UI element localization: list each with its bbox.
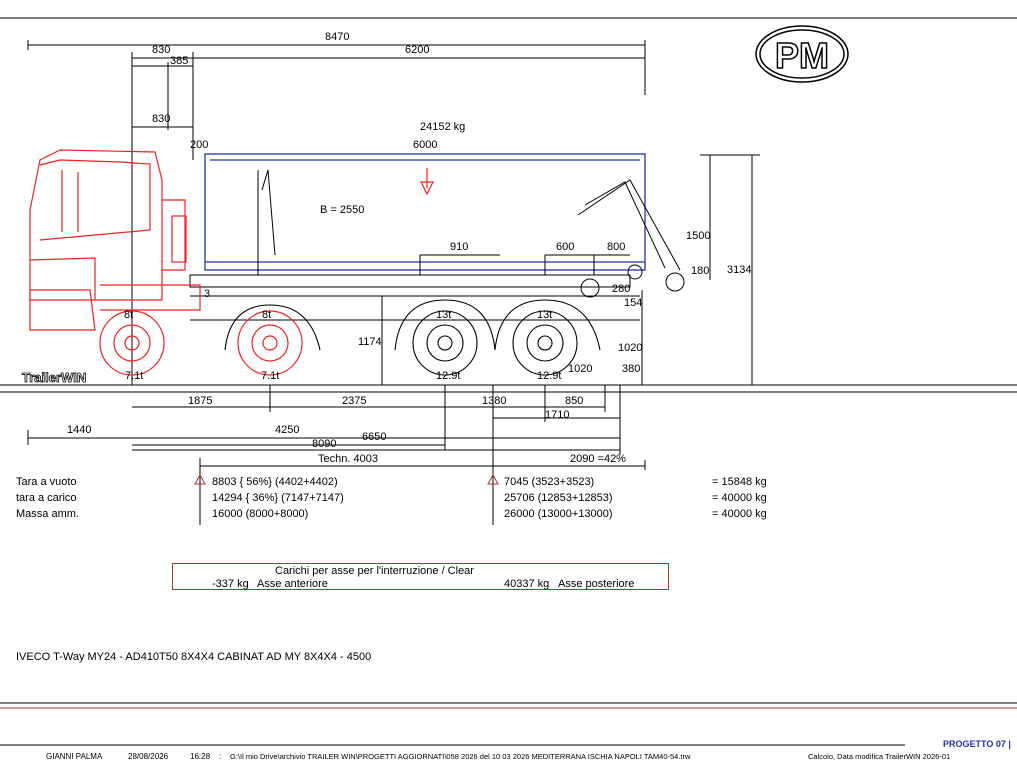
trailerwin-logo: TrailerWIN [22, 370, 86, 385]
axle-load-bottom: 7.1t [261, 370, 280, 382]
axle-load-top: 8t [124, 309, 134, 321]
footer-date: 28/08/2026 [128, 752, 169, 761]
arrow-up-icon [487, 474, 499, 485]
dim-techn: Techn. 4003 [318, 453, 378, 465]
dim-800: 800 [607, 241, 626, 253]
dim-200: 200 [190, 139, 209, 151]
dim-3134: 3134 [727, 264, 752, 276]
dim-overall: 8470 [325, 31, 350, 43]
dim-width: B = 2550 [320, 204, 365, 216]
front-axle-label: Asse anteriore [257, 578, 328, 590]
footer-sep: : [219, 752, 222, 761]
axle-load-bottom: 12.9t [436, 370, 461, 382]
row-label: Tara a vuoto [16, 476, 77, 488]
arrow-up-icon [194, 474, 206, 485]
dim-1174: 1174 [358, 336, 382, 348]
vehicle-name: IVECO T-Way MY24 - AD410T50 8X4X4 CABINA… [16, 651, 372, 663]
dim-1440: 1440 [67, 424, 92, 436]
front-axle-load: -337 kg [212, 578, 249, 590]
axle-load-bottom: 7.1t [125, 370, 144, 382]
dim-1500: 1500 [686, 230, 711, 242]
dim-380: 380 [622, 363, 641, 375]
pm-logo [755, 25, 849, 83]
dim-1020h: 1020 [568, 363, 593, 375]
dim-154: 154 [624, 297, 643, 309]
container-body [204, 153, 646, 271]
total-value: = 15848 kg [712, 476, 767, 488]
cab [29, 149, 201, 331]
dim-600: 600 [556, 241, 575, 253]
front-value: 16000 (8000+8000) [212, 508, 309, 520]
dim-body: 6200 [405, 44, 430, 56]
front-value: 8803 { 56%} (4402+4402) [212, 476, 338, 488]
axle-load-top: 13t [537, 309, 553, 321]
pm-logo-text: PM [775, 35, 829, 76]
rear-axle-label: Asse posteriore [558, 578, 635, 590]
dim-850: 850 [565, 395, 584, 407]
row-label: Massa amm. [16, 508, 79, 520]
dim-front: 830 [152, 44, 171, 56]
dim-1710: 1710 [545, 409, 570, 421]
dim-4250: 4250 [275, 424, 300, 436]
dim-385: 385 [170, 55, 189, 67]
dim-6650: 6650 [362, 431, 387, 443]
dim-1875: 1875 [188, 395, 213, 407]
row-label: tara a carico [16, 492, 77, 504]
axle-load-bottom: 12.9t [537, 370, 562, 382]
dim-3: 3 [204, 288, 211, 300]
axle-load-top: 8t [262, 309, 272, 321]
rear-axle-load: 40337 kg [504, 578, 550, 590]
dim-180: 180 [691, 265, 710, 277]
rear-value: 7045 (3523+3523) [504, 476, 595, 488]
axle-load-top: 13t [436, 309, 452, 321]
dim-910: 910 [450, 241, 469, 253]
dim-830b: 830 [152, 113, 171, 125]
footer-version: TrailerWIN 2026-01 [885, 752, 951, 761]
rear-value: 26000 (13000+13000) [504, 508, 613, 520]
footer-calc: Calcolo, Data modifica: 10/03/2026 [808, 752, 883, 761]
front-value: 14294 { 36%} (7147+7147) [212, 492, 344, 504]
footer-author: GIANNI PALMA [46, 752, 103, 761]
dim-1020v: 1020 [618, 342, 643, 354]
total-value: = 40000 kg [712, 508, 767, 520]
dim-1380: 1380 [482, 395, 507, 407]
dim-2090: 2090 =42% [570, 453, 626, 465]
box-title: Carichi per asse per l'interruzione / Cl… [275, 565, 474, 577]
total-value: = 40000 kg [712, 492, 767, 504]
dim-8090: 8090 [312, 438, 337, 450]
project-label: PROGETTO 07 | [943, 739, 1011, 749]
footer-path: G:\Il mio Drive\archivio TRAILER WIN\PRO… [230, 752, 691, 761]
dim-inner: 6000 [413, 139, 438, 151]
dim-load: 24152 kg [420, 121, 466, 133]
footer-time: 16:28 [190, 752, 211, 761]
rear-value: 25706 (12853+12853) [504, 492, 613, 504]
dim-280: 280 [612, 283, 631, 295]
axle-interrupt-box [172, 563, 669, 590]
dim-2375: 2375 [342, 395, 367, 407]
